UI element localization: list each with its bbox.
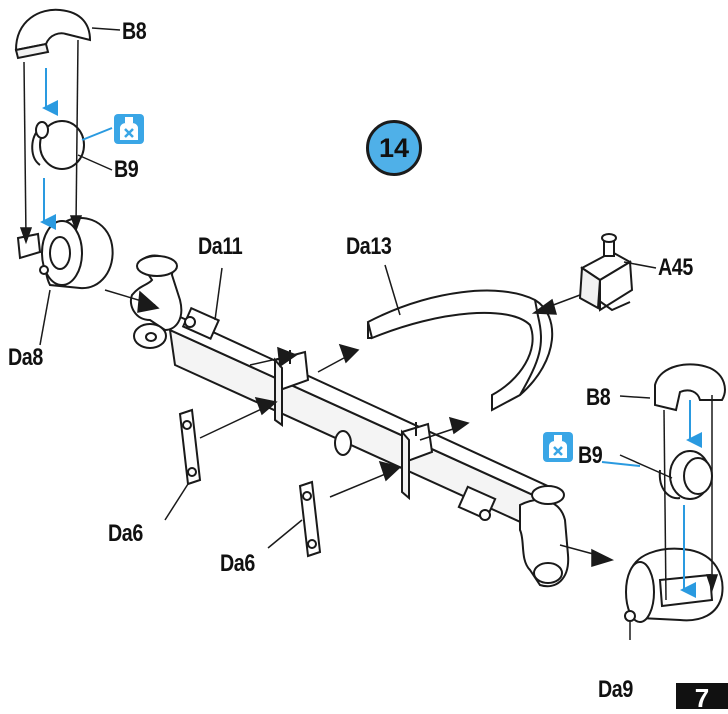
plate-da6-left — [178, 408, 202, 486]
label-da9: Da9 — [598, 676, 633, 703]
label-b9-right: B9 — [578, 442, 603, 469]
label-b9-top: B9 — [114, 156, 139, 183]
hub-cap-b8-top — [14, 8, 92, 60]
label-b8-right: B8 — [586, 384, 611, 411]
glue-bottle-icon — [114, 114, 144, 144]
hub-cap-b8-right — [654, 363, 726, 412]
label-b8-top: B8 — [122, 18, 147, 45]
glue-bottle-icon — [543, 432, 573, 462]
hub-b9-top — [31, 120, 85, 170]
wheel-hub-da8 — [16, 216, 114, 290]
plate-da6-mid — [298, 480, 322, 558]
step-number-badge: 14 — [366, 120, 422, 176]
step-number: 14 — [378, 132, 410, 163]
label-da13: Da13 — [346, 233, 392, 260]
blue-arrows — [40, 68, 702, 598]
leader-lines — [39, 27, 673, 640]
wheel-hub-da9 — [624, 547, 724, 623]
assembly-arrows — [19, 39, 719, 601]
label-da11: Da11 — [198, 233, 243, 260]
label-a45: A45 — [658, 254, 693, 281]
label-da8: Da8 — [8, 344, 43, 371]
page-number: 7 — [676, 683, 728, 709]
label-da6-left: Da6 — [108, 520, 143, 547]
curved-bar-da13 — [366, 289, 554, 412]
label-da6-mid: Da6 — [220, 550, 255, 577]
bracket-a45 — [578, 233, 634, 312]
axle-beam — [130, 254, 570, 588]
hub-b9-right — [658, 450, 713, 500]
